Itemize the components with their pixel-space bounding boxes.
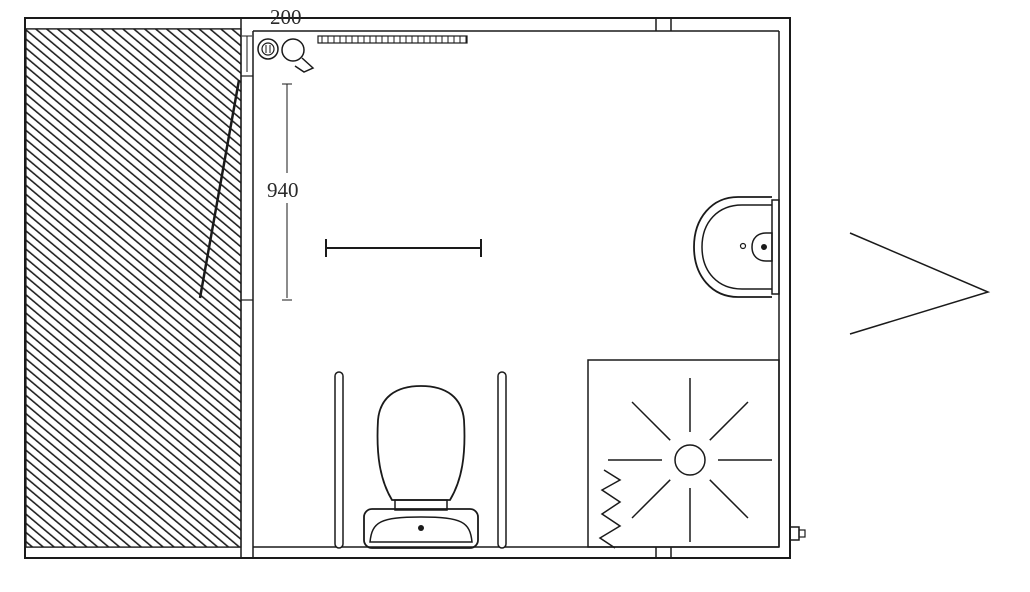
waste-bin-icon	[281, 38, 315, 73]
grab-bar-horizontal	[325, 239, 482, 257]
shower-slope-ray	[631, 401, 671, 441]
shower-slope-ray	[709, 479, 749, 519]
entrance-arrow-icon	[849, 232, 991, 335]
dimension-label-940: 940	[267, 178, 299, 202]
dimension-top	[242, 35, 252, 77]
shower-slope-ray	[631, 479, 671, 519]
partition-wall	[240, 18, 254, 558]
wall-outlet	[789, 526, 806, 541]
washbasin-icon	[693, 196, 780, 298]
radiator-strip	[317, 35, 468, 44]
grab-rail-right	[497, 371, 507, 549]
hatched-wall-zone	[25, 28, 242, 548]
dimension-label-200: 200	[270, 5, 302, 29]
toilet-bowl-icon	[363, 385, 479, 549]
door-leaf	[198, 79, 241, 299]
window-marks	[655, 18, 672, 558]
shower-tray-icon	[587, 359, 780, 549]
grab-rail-left	[334, 371, 344, 549]
shower-slope-ray	[709, 401, 749, 441]
toilet-paper-holder-icon	[257, 38, 279, 60]
